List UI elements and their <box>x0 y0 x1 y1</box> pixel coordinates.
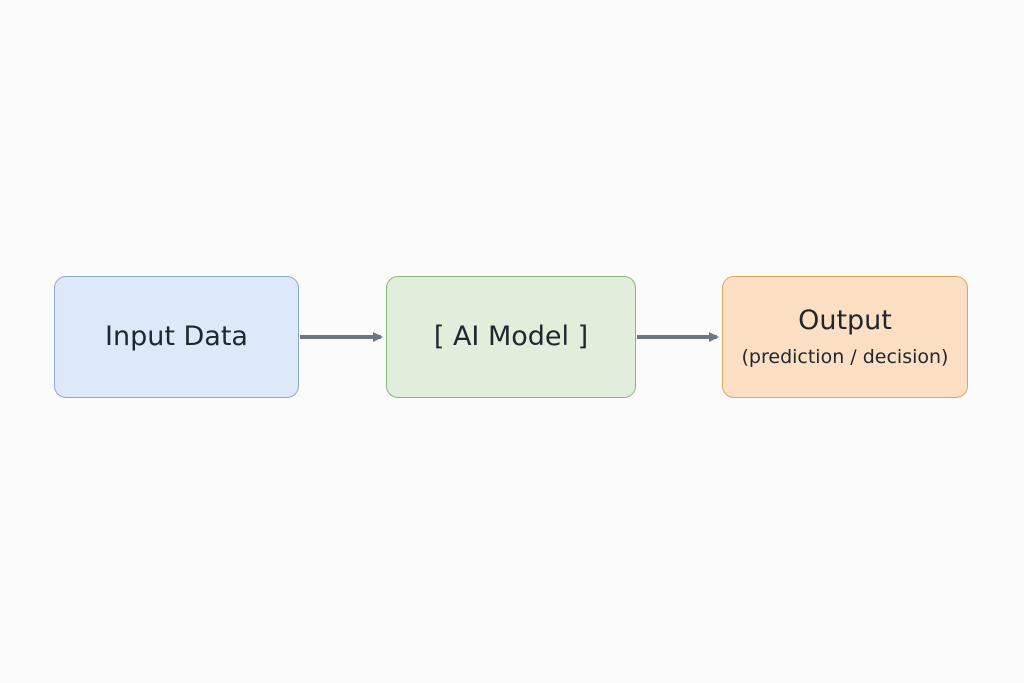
ai-model-node: [ AI Model ] <box>386 276 636 398</box>
output-label: Output <box>798 305 892 337</box>
output-sublabel: (prediction / decision) <box>741 345 949 368</box>
input-data-label: Input Data <box>105 320 248 352</box>
input-data-node: Input Data <box>54 276 299 398</box>
output-node: Output (prediction / decision) <box>722 276 968 398</box>
ai-model-label: [ AI Model ] <box>433 320 589 352</box>
